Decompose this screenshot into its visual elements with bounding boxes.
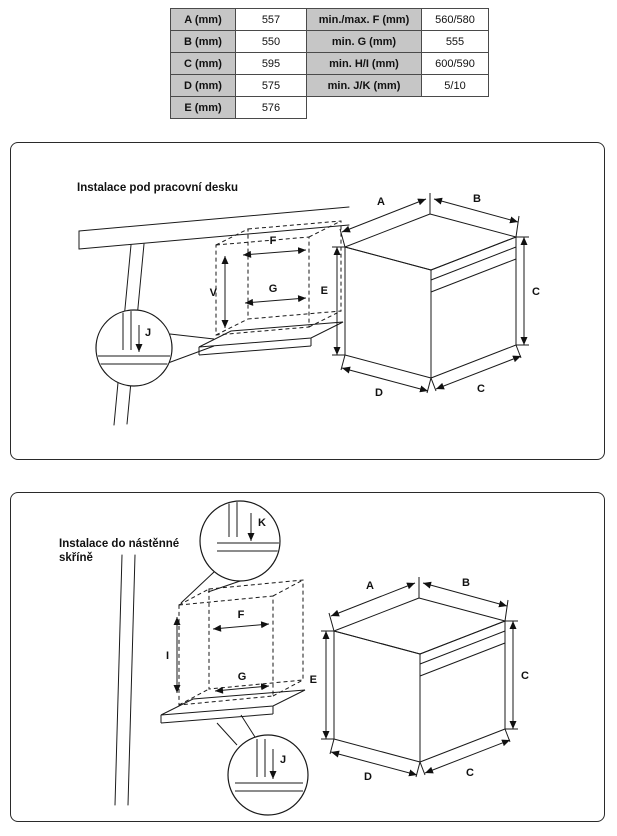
- table-row: B (mm) 550 min. G (mm) 555: [170, 30, 489, 53]
- detail-callout-k: [180, 500, 281, 604]
- dim-label-g: G: [238, 671, 247, 683]
- dim-label-a: A: [377, 196, 385, 208]
- panel-title-line2: skříně: [59, 552, 93, 564]
- dim-value-cell: 557: [235, 8, 307, 31]
- table-row: A (mm) 557 min./max. F (mm) 560/580: [170, 8, 489, 31]
- dim-value-cell: 555: [421, 30, 489, 53]
- dim-label-c-right: C: [521, 670, 529, 682]
- dim-label-cell: min. J/K (mm): [306, 74, 422, 97]
- empty-cell: [307, 97, 489, 119]
- dim-label-v: V: [210, 287, 218, 299]
- oven-isometric: [321, 577, 518, 778]
- dim-label-a: A: [366, 580, 374, 592]
- dim-label-cell: D (mm): [170, 74, 236, 97]
- detail-callout-j: [216, 714, 309, 816]
- dim-label-cell: E (mm): [170, 96, 236, 119]
- dim-label-i: I: [166, 650, 169, 662]
- oven-shelf: [198, 321, 344, 356]
- oven-shelf: [160, 689, 306, 724]
- panel-under-worktop: Instalace pod pracovní desku: [10, 142, 605, 460]
- dim-label-c-bottom: C: [477, 383, 485, 395]
- dim-label-e: E: [310, 674, 317, 686]
- dim-label-c-bottom: C: [466, 767, 474, 779]
- dim-label-cell: min./max. F (mm): [306, 8, 422, 31]
- dim-label-d: D: [364, 771, 372, 783]
- niche-dimensions: [173, 617, 270, 694]
- installation-drawing-worktop: F V G J: [78, 193, 540, 426]
- dim-value-cell: 550: [235, 30, 307, 53]
- dim-label-k: K: [258, 517, 266, 529]
- dim-label-b: B: [462, 577, 470, 589]
- dim-label-c-right: C: [532, 286, 540, 298]
- dim-value-cell: 576: [235, 96, 307, 119]
- detail-callout-j: [95, 309, 215, 387]
- panel-wall-cabinet: Instalace do nástěnné skříně: [10, 492, 605, 822]
- niche-box: [215, 220, 342, 336]
- niche-dimensions: [221, 247, 307, 328]
- dim-label-f: F: [270, 235, 277, 247]
- oven-handle: [419, 630, 506, 665]
- dim-value-cell: 575: [235, 74, 307, 97]
- panel-title: Instalace pod pracovní desku: [77, 182, 239, 194]
- panel-title-line1: Instalace do nástěnné: [59, 538, 180, 550]
- panel-title: Instalace do nástěnné skříně: [59, 537, 179, 565]
- dim-value-cell: 5/10: [421, 74, 489, 97]
- dim-label-b: B: [473, 193, 481, 205]
- oven-isometric: [332, 193, 529, 394]
- table-row: E (mm) 576: [170, 96, 489, 119]
- dim-label-e: E: [321, 285, 328, 297]
- dim-label-j: J: [280, 754, 286, 766]
- dim-label-f: F: [238, 609, 245, 621]
- table-row: D (mm) 575 min. J/K (mm) 5/10: [170, 74, 489, 97]
- dim-label-cell: min. G (mm): [306, 30, 422, 53]
- installation-drawing-cabinet: F I G K: [114, 500, 529, 816]
- cabinet-sketch: [114, 554, 136, 806]
- dimensions-table: A (mm) 557 min./max. F (mm) 560/580 B (m…: [170, 8, 489, 119]
- oven-handle: [430, 246, 517, 281]
- dim-value-cell: 595: [235, 52, 307, 75]
- dim-label-d: D: [375, 387, 383, 399]
- dim-value-cell: 600/590: [421, 52, 489, 75]
- dim-value-cell: 560/580: [421, 8, 489, 31]
- dim-label-cell: A (mm): [170, 8, 236, 31]
- dim-label-cell: min. H/I (mm): [306, 52, 422, 75]
- dim-label-cell: C (mm): [170, 52, 236, 75]
- table-row: C (mm) 595 min. H/I (mm) 600/590: [170, 52, 489, 75]
- dim-label-cell: B (mm): [170, 30, 236, 53]
- niche-box: [178, 579, 304, 706]
- dimensions-table-wrap: A (mm) 557 min./max. F (mm) 560/580 B (m…: [170, 8, 489, 119]
- dim-label-g: G: [269, 283, 278, 295]
- dim-label-j: J: [145, 327, 151, 339]
